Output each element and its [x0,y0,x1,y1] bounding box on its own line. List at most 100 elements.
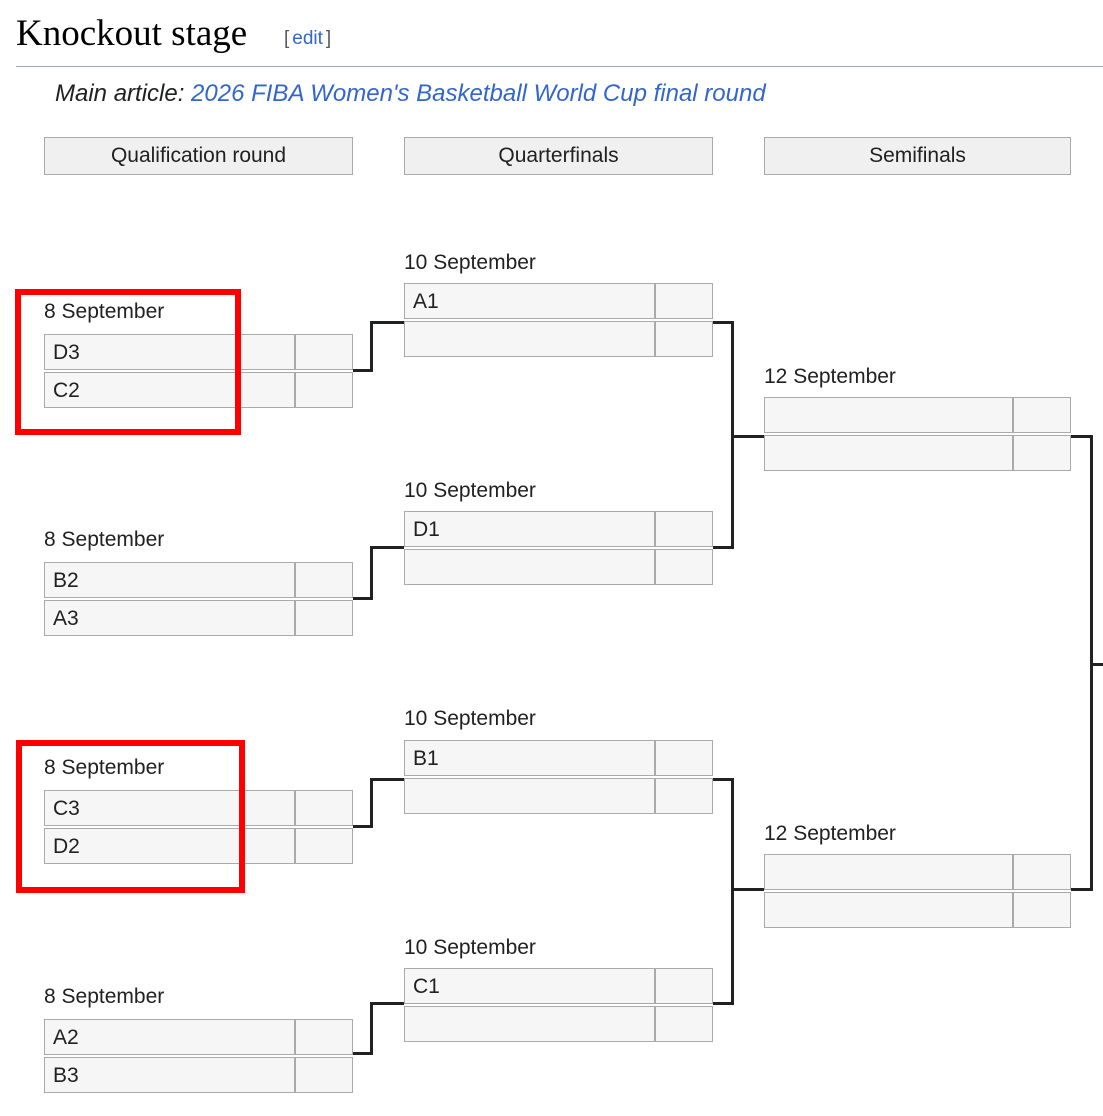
edit-bracket-open: [ [284,28,290,49]
match-date: 8 September [44,300,165,323]
edit-section: [edit] [284,28,331,50]
team-score [1014,436,1070,470]
team-row [764,435,1071,471]
bracket-connector [370,778,404,781]
round-header-semifinals: Semifinals [764,137,1071,175]
team-score [656,969,712,1003]
team-name [405,550,656,584]
team-score [656,512,712,546]
team-row: B3 [44,1057,353,1093]
bracket-connector [370,1002,404,1005]
team-score [296,335,352,369]
section-heading: Knockout stage [edit] [16,6,1103,67]
bracket-connector [1071,435,1093,438]
edit-bracket-close: ] [325,28,332,49]
bracket-connector [731,435,764,438]
team-name: B2 [45,563,296,597]
team-row: C2 [44,372,353,408]
team-score [296,1020,352,1054]
team-name: C2 [45,373,296,407]
highlight-box [15,289,241,435]
team-name: C3 [45,791,296,825]
team-row: D1 [404,511,713,547]
bracket-connector [1071,888,1093,891]
bracket-connector [713,1002,734,1005]
bracket-connector [370,1002,373,1055]
match-date: 10 September [404,251,536,274]
team-name [405,322,656,356]
team-name: B3 [45,1058,296,1092]
team-score [296,601,352,635]
team-row [764,854,1071,890]
team-name: A2 [45,1020,296,1054]
bracket-connector [370,546,373,600]
team-name: D3 [45,335,296,369]
main-article-link[interactable]: 2026 FIBA Women's Basketball World Cup f… [191,80,766,107]
team-name: B1 [405,741,656,775]
bracket-connector [731,778,734,1005]
team-score [656,741,712,775]
match-date: 10 September [404,707,536,730]
team-row [764,892,1071,928]
hatnote-prefix: Main article: [55,80,192,107]
bracket-connector [370,321,373,372]
team-row [404,778,713,814]
team-score [296,829,352,863]
match-date: 8 September [44,985,165,1008]
bracket-connector [353,1052,373,1055]
team-score [656,779,712,813]
team-row: C3 [44,790,353,826]
team-name: A1 [405,284,656,318]
team-name: D1 [405,512,656,546]
main-article-hatnote: Main article: 2026 FIBA Women's Basketba… [55,80,766,108]
match-date: 8 September [44,528,165,551]
highlight-box [16,740,245,893]
team-row: B1 [404,740,713,776]
bracket-connector [713,546,734,549]
team-name [765,398,1014,432]
bracket-connector [1090,663,1103,666]
team-name: A3 [45,601,296,635]
team-score [296,563,352,597]
match-date: 10 September [404,479,536,502]
bracket-connector [713,321,734,324]
match-date: 8 September [44,756,165,779]
team-row [404,1006,713,1042]
team-name [405,1007,656,1041]
team-score [656,322,712,356]
section-title: Knockout stage [16,13,248,54]
bracket-connector [353,369,373,372]
team-score [656,1007,712,1041]
bracket-connector [731,888,764,891]
team-score [1014,398,1070,432]
bracket-connector [353,825,373,828]
team-name: C1 [405,969,656,1003]
edit-link[interactable]: edit [292,28,323,49]
team-row: A1 [404,283,713,319]
match-date: 12 September [764,365,896,388]
bracket-connector [713,778,734,781]
team-row: B2 [44,562,353,598]
team-row [404,549,713,585]
team-row: C1 [404,968,713,1004]
match-date: 12 September [764,822,896,845]
team-name [405,779,656,813]
team-score [1014,855,1070,889]
team-name: D2 [45,829,296,863]
team-name [765,893,1014,927]
bracket-connector [370,546,404,549]
bracket-connector [370,778,373,828]
team-score [296,373,352,407]
match-date: 10 September [404,936,536,959]
team-score [656,550,712,584]
team-score [656,284,712,318]
team-name [765,436,1014,470]
round-header-qualification: Qualification round [44,137,353,175]
team-score [1014,893,1070,927]
team-row: A3 [44,600,353,636]
team-row: A2 [44,1019,353,1055]
team-name [765,855,1014,889]
team-score [296,791,352,825]
round-header-quarterfinals: Quarterfinals [404,137,713,175]
bracket-connector [353,597,373,600]
